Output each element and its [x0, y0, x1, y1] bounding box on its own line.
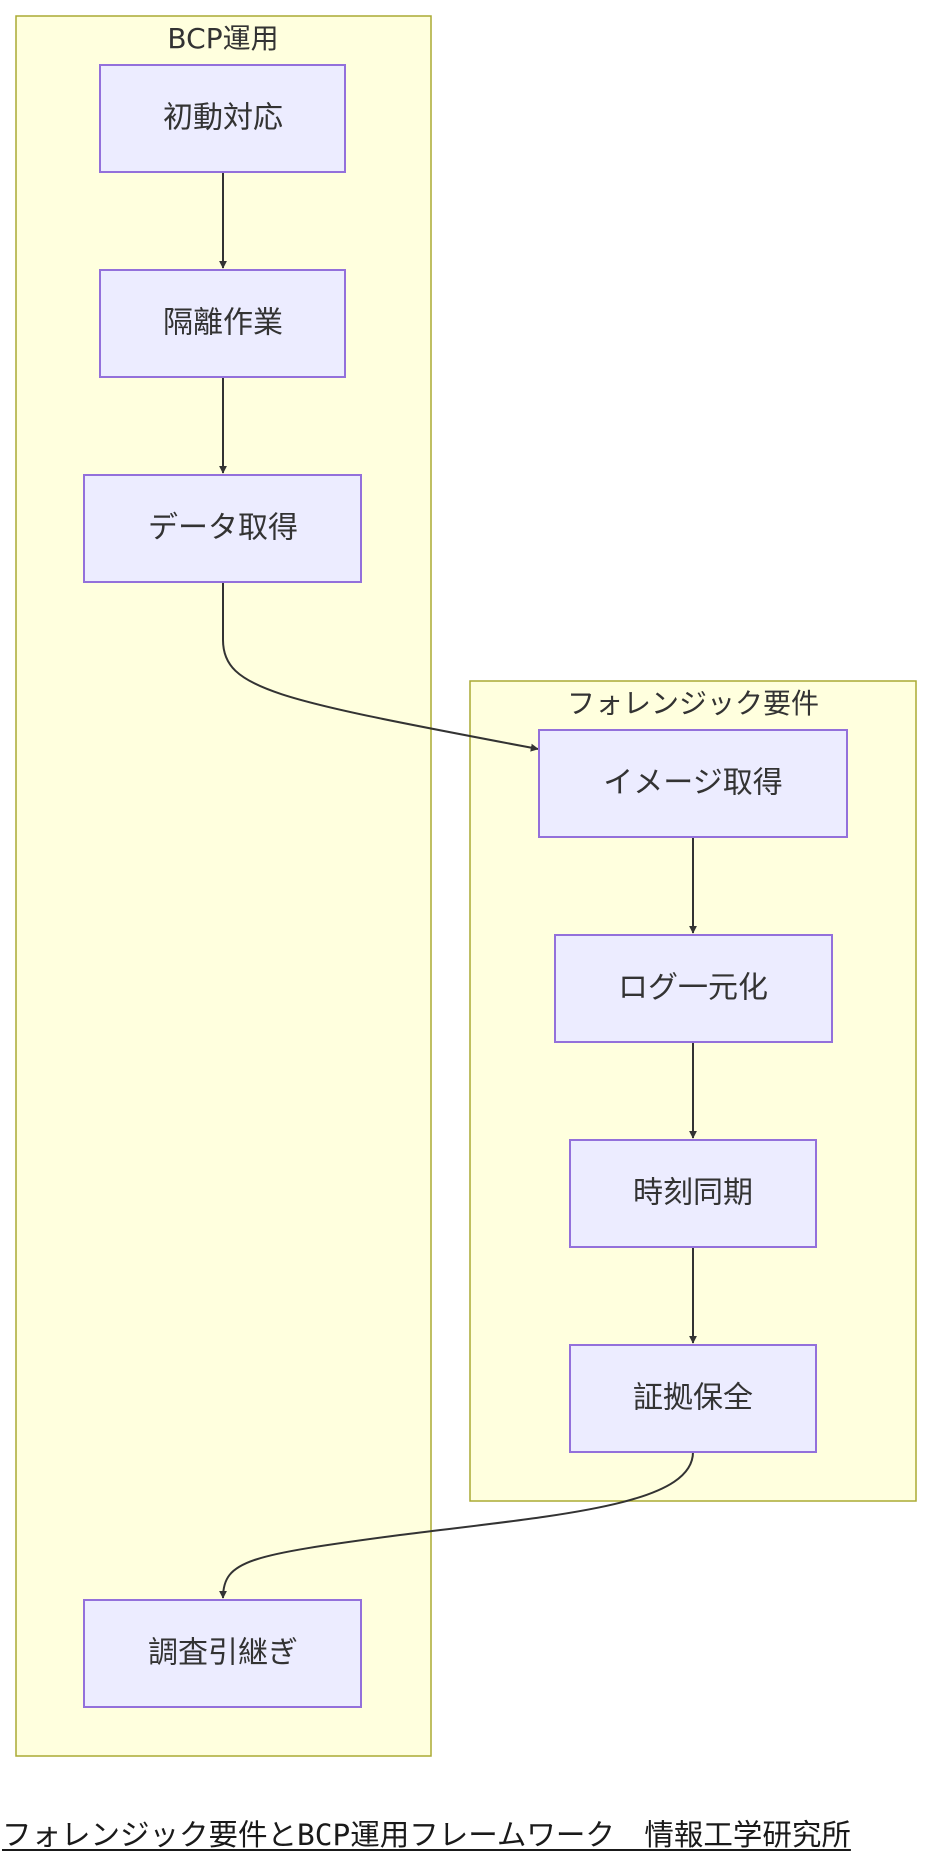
edge-data-to-image: [222, 582, 539, 752]
edges: [219, 172, 697, 1599]
edge-evidence-to-handover: [219, 1451, 694, 1599]
node-log-unification-label: ログ一元化: [618, 971, 768, 1006]
node-image-acquisition-label: イメージ取得: [603, 766, 782, 801]
node-isolation-label: 隔離作業: [163, 306, 283, 341]
node-investigation-handover-label: 調査引継ぎ: [148, 1636, 298, 1671]
node-log-unification[interactable]: ログ一元化: [554, 934, 833, 1043]
node-isolation[interactable]: 隔離作業: [99, 269, 346, 378]
node-image-acquisition[interactable]: イメージ取得: [538, 729, 848, 838]
node-data-acquisition[interactable]: データ取得: [83, 474, 362, 583]
node-time-sync[interactable]: 時刻同期: [569, 1139, 817, 1248]
node-time-sync-label: 時刻同期: [633, 1176, 753, 1211]
node-evidence-preservation[interactable]: 証拠保全: [569, 1344, 817, 1453]
node-investigation-handover[interactable]: 調査引継ぎ: [83, 1599, 362, 1708]
footer-caption: フォレンジック要件とBCP運用フレームワーク 情報工学研究所: [2, 1818, 851, 1852]
node-evidence-preservation-label: 証拠保全: [633, 1381, 753, 1416]
node-initial-response-label: 初動対応: [163, 101, 283, 136]
node-initial-response[interactable]: 初動対応: [99, 64, 346, 173]
cluster-bcp-title: BCP運用: [167, 22, 278, 55]
cluster-forensic-title: フォレンジック要件: [567, 687, 819, 720]
node-data-acquisition-label: データ取得: [148, 511, 298, 546]
